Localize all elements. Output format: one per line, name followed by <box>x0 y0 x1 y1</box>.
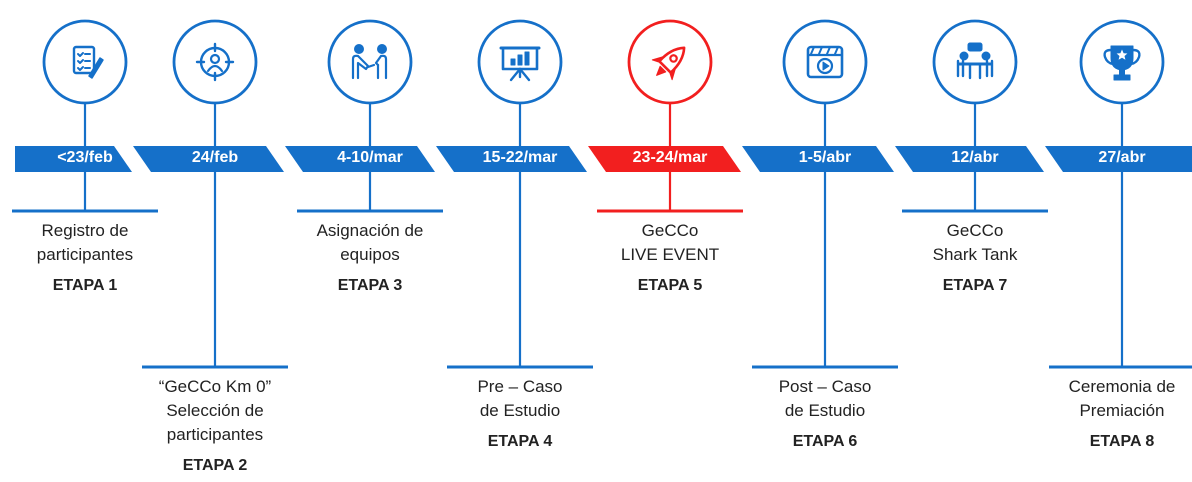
stage-description-line: GeCCo <box>641 221 699 240</box>
stage-description-line: Post – Caso <box>778 377 872 396</box>
stage-description-line: de Estudio <box>479 401 561 420</box>
stage-description-line: Pre – Caso <box>477 377 563 396</box>
stage-number-label: ETAPA 8 <box>1089 433 1155 450</box>
stage-description-line: Asignación de <box>316 221 424 240</box>
date-band-segment <box>285 146 435 172</box>
date-band-segment <box>1045 146 1192 172</box>
checklist-icon <box>72 45 104 79</box>
stage-description-line: Registro de <box>41 221 129 240</box>
date-band-segment <box>436 146 587 172</box>
stage-description-line: “GeCCo Km 0” <box>158 377 272 396</box>
stage-number-label: ETAPA 7 <box>942 277 1008 294</box>
date-label: 27/abr <box>1098 149 1146 166</box>
date-label: <23/feb <box>57 149 113 166</box>
stage-number-label: ETAPA 6 <box>792 433 858 450</box>
date-band-segment <box>15 146 132 172</box>
stage-description-line: GeCCo <box>946 221 1004 240</box>
date-band-segment <box>895 146 1044 172</box>
stage-number-label: ETAPA 2 <box>182 457 248 474</box>
trophy-icon <box>1103 45 1141 81</box>
stage-circle <box>627 19 713 105</box>
date-label: 23-24/mar <box>632 149 708 166</box>
target-person-icon <box>195 42 235 82</box>
date-label: 1-5/abr <box>798 149 852 166</box>
stage-description-line: equipos <box>340 245 400 264</box>
date-band-segment <box>742 146 894 172</box>
stage-description-line: Ceremonia de <box>1068 377 1176 396</box>
date-label: 4-10/mar <box>337 149 403 166</box>
stage-number-label: ETAPA 3 <box>337 277 403 294</box>
date-band-segment <box>133 146 284 172</box>
stage-number-label: ETAPA 1 <box>52 277 118 294</box>
stage-description-line: Premiación <box>1079 401 1165 420</box>
stage-description-line: participantes <box>166 425 264 444</box>
stage-description-line: de Estudio <box>784 401 866 420</box>
stage-circle <box>782 19 868 105</box>
stage-description-line: Shark Tank <box>932 245 1018 264</box>
stage-description-line: participantes <box>36 245 134 264</box>
date-label: 24/feb <box>191 149 239 166</box>
date-band-segment <box>588 146 741 172</box>
handshake-icon <box>351 44 388 80</box>
stage-description-line: LIVE EVENT <box>620 245 720 264</box>
stage-circle <box>327 19 413 105</box>
stage-number-label: ETAPA 4 <box>487 433 553 450</box>
date-label: 15-22/mar <box>482 149 558 166</box>
date-label: 12/abr <box>951 149 999 166</box>
rocket-icon <box>651 46 686 81</box>
stage-number-label: ETAPA 5 <box>637 277 703 294</box>
meeting-icon <box>956 42 994 80</box>
stage-description-line: Selección de <box>166 401 264 420</box>
presentation-board-icon <box>499 46 541 82</box>
video-player-icon <box>806 45 844 79</box>
stage-circle <box>932 19 1018 105</box>
